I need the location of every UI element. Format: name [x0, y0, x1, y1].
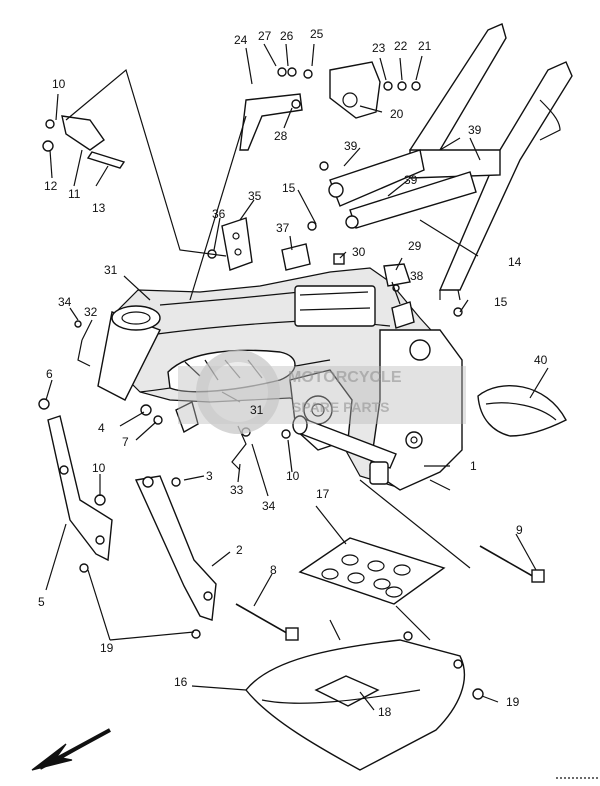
- downtube-left-2: [134, 475, 217, 621]
- part-callouts: 1 2 3 4 5 6 7 8 9 10 10 10 11 12 13 14 1…: [38, 27, 548, 719]
- callout-8: 8: [270, 563, 277, 577]
- callout-39c: 39: [404, 173, 418, 187]
- callout-17: 17: [316, 487, 330, 501]
- callout-20: 20: [390, 107, 404, 121]
- bolt-9: [479, 545, 545, 583]
- callout-16: 16: [174, 675, 188, 689]
- watermark: MOTORCYCLE SPARE PARTS: [178, 350, 466, 434]
- callout-24: 24: [234, 33, 248, 47]
- bracket-29: [383, 263, 411, 292]
- callout-27: 27: [258, 29, 272, 43]
- callout-34b: 34: [262, 499, 276, 513]
- direction-arrow: [31, 728, 111, 771]
- pivot-crossbar: [292, 415, 397, 485]
- callout-10a: 10: [52, 77, 66, 91]
- callout-19a: 19: [100, 641, 114, 655]
- callout-13: 13: [92, 201, 106, 215]
- callout-32: 32: [84, 305, 98, 319]
- left-upper-bracket: [239, 67, 313, 151]
- callout-21: 21: [418, 39, 432, 53]
- callout-1: 1: [470, 459, 477, 473]
- leader-lines: [45, 43, 549, 711]
- callout-28: 28: [274, 129, 288, 143]
- callout-9: 9: [516, 523, 523, 537]
- callout-4: 4: [98, 421, 105, 435]
- callout-12: 12: [44, 179, 58, 193]
- callout-2: 2: [236, 543, 243, 557]
- callout-11: 11: [68, 187, 81, 201]
- callout-14: 14: [508, 255, 522, 269]
- callout-22: 22: [394, 39, 408, 53]
- nut-30: [333, 253, 345, 265]
- top-mount-bracket: [329, 61, 421, 119]
- callout-15b: 15: [494, 295, 508, 309]
- callout-35: 35: [248, 189, 262, 203]
- callout-29: 29: [408, 239, 422, 253]
- watermark-line1: MOTORCYCLE: [288, 369, 402, 386]
- callout-10b: 10: [92, 461, 106, 475]
- label-sticker-38: [391, 301, 415, 329]
- callout-7: 7: [122, 435, 129, 449]
- skid-plate-17: [298, 537, 446, 605]
- callout-36: 36: [212, 207, 226, 221]
- callout-25: 25: [310, 27, 324, 41]
- seat-rail: [328, 23, 573, 301]
- callout-37: 37: [276, 221, 290, 235]
- callout-15a: 15: [282, 181, 296, 195]
- callout-31a: 31: [104, 263, 118, 277]
- callout-31b: 31: [250, 403, 264, 417]
- callout-19b: 19: [506, 695, 520, 709]
- watermark-line2: SPARE PARTS: [292, 399, 390, 415]
- callout-39a: 39: [344, 139, 358, 153]
- callout-30: 30: [352, 245, 366, 259]
- callout-33: 33: [230, 483, 244, 497]
- bolt-8: [235, 603, 299, 641]
- callout-34a: 34: [58, 295, 72, 309]
- callout-5: 5: [38, 595, 45, 609]
- callout-18: 18: [378, 705, 392, 719]
- steering-head-pipe: [97, 305, 161, 401]
- callout-38: 38: [410, 269, 424, 283]
- cover-40: [477, 384, 567, 437]
- rear-pivot-plate: [369, 329, 463, 491]
- callout-3: 3: [206, 469, 213, 483]
- callout-10c: 10: [286, 469, 300, 483]
- under-guard-16: [245, 631, 465, 771]
- label-sticker-37: [281, 243, 311, 271]
- callout-39b: 39: [468, 123, 482, 137]
- callout-40: 40: [534, 353, 548, 367]
- callout-23: 23: [372, 41, 386, 55]
- callout-26: 26: [280, 29, 294, 43]
- downtube-left-5: [47, 415, 113, 562]
- engine-mount-bracket-upper: [42, 115, 126, 169]
- callout-6: 6: [46, 367, 53, 381]
- small-fasteners: [38, 161, 484, 700]
